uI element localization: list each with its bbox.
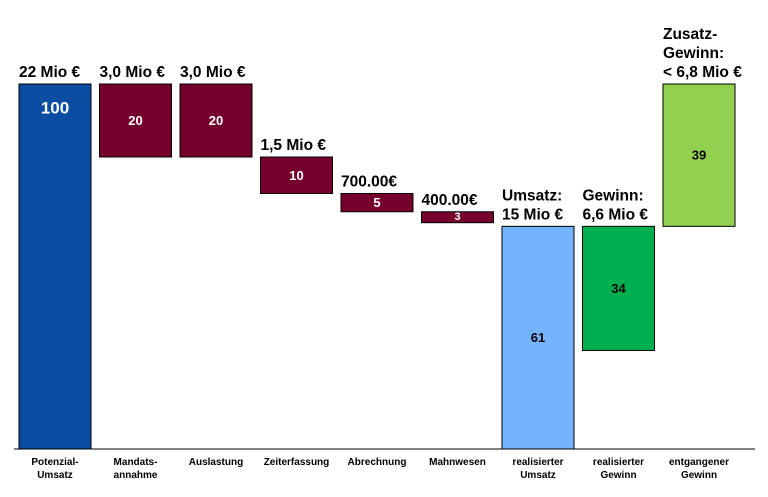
category-label-line: Umsatz [37, 470, 73, 481]
bar-top-label-line: < 6,8 Mio € [663, 64, 742, 81]
bar-top-label-line: 400.00€ [422, 192, 478, 209]
category-label-1: Mandats-annahme [114, 457, 158, 481]
bar-top-label-5: 400.00€ [422, 192, 478, 209]
bar-8 [662, 83, 736, 227]
bar-top-label-6: Umsatz: 15 Mio € [502, 187, 564, 223]
bar-top-label-line: Zusatz- [663, 26, 717, 43]
category-label-line: Mandats- [114, 457, 158, 468]
category-label-line: Mahnwesen [429, 457, 486, 468]
category-label-0: Potenzial- Umsatz [31, 457, 78, 481]
category-label-line: realisierter [512, 457, 563, 468]
category-label-line: Abrechnung [348, 457, 407, 468]
bar-top-label-1: 3,0 Mio € [100, 64, 166, 81]
bar-top-label-line: 22 Mio € [19, 64, 81, 81]
bar-top-label-line: 15 Mio € [502, 206, 564, 223]
bar-top-label-line: 700.00€ [341, 174, 397, 191]
bar-value-label-5: 3 [454, 211, 460, 223]
category-label-line: annahme [114, 470, 158, 481]
bar-top-label-line: 3,0 Mio € [100, 64, 166, 81]
category-label-4: Abrechnung [348, 457, 407, 468]
bar-top-label-line: Gewinn: [583, 187, 644, 204]
category-label-line: Zeiterfassung [264, 457, 330, 468]
category-label-line: Potenzial- [31, 457, 78, 468]
bar-top-label-2: 3,0 Mio € [180, 64, 246, 81]
bar-7 [582, 225, 655, 351]
bar-top-label-line: 6,6 Mio € [583, 206, 649, 223]
bars-group [18, 83, 736, 450]
bar-top-label-line: 1,5 Mio € [261, 137, 327, 154]
category-label-line: Gewinn [681, 470, 717, 481]
bar-top-label-8: Zusatz- Gewinn: < 6,8 Mio € [663, 26, 742, 81]
bar-2 [179, 83, 253, 158]
bar-0 [18, 83, 92, 450]
bar-value-label-4: 5 [373, 195, 380, 210]
bar-1 [99, 83, 172, 158]
bar-value-label-7: 34 [611, 281, 626, 296]
labels-group: 100 22 Mio € Potenzial- Umsatz 20 3,0 Mio € Ma… [19, 26, 742, 481]
bar-top-label-line: Gewinn: [663, 45, 724, 62]
bar-value-label-1: 20 [128, 113, 142, 128]
bar-value-label-3: 10 [289, 168, 303, 183]
category-label-5: Mahnwesen [429, 457, 486, 468]
category-label-line: realisierter [593, 457, 644, 468]
bar-top-label-7: Gewinn: 6,6 Mio € [583, 187, 649, 223]
bar-4 [340, 193, 414, 213]
bar-top-label-3: 1,5 Mio € [261, 137, 327, 154]
bar-top-label-0: 22 Mio € [19, 64, 81, 81]
category-label-line: entgangener [669, 457, 729, 468]
category-label-2: Auslastung [189, 457, 243, 468]
category-label-3: Zeiterfassung [264, 457, 330, 468]
bar-top-label-line: Umsatz: [502, 187, 562, 204]
bar-top-label-line: 3,0 Mio € [180, 64, 246, 81]
bar-top-label-4: 700.00€ [341, 174, 397, 191]
bar-5 [421, 211, 494, 224]
bar-value-label-6: 61 [531, 330, 545, 345]
bar-3 [260, 156, 333, 194]
bar-value-label-2: 20 [209, 113, 223, 128]
category-label-line: Gewinn [600, 470, 636, 481]
bar-value-label-0: 100 [41, 99, 69, 118]
bar-value-label-8: 39 [692, 148, 706, 163]
bar-6 [501, 225, 575, 450]
category-label-line: Umsatz [520, 470, 556, 481]
category-label-line: Auslastung [189, 457, 243, 468]
